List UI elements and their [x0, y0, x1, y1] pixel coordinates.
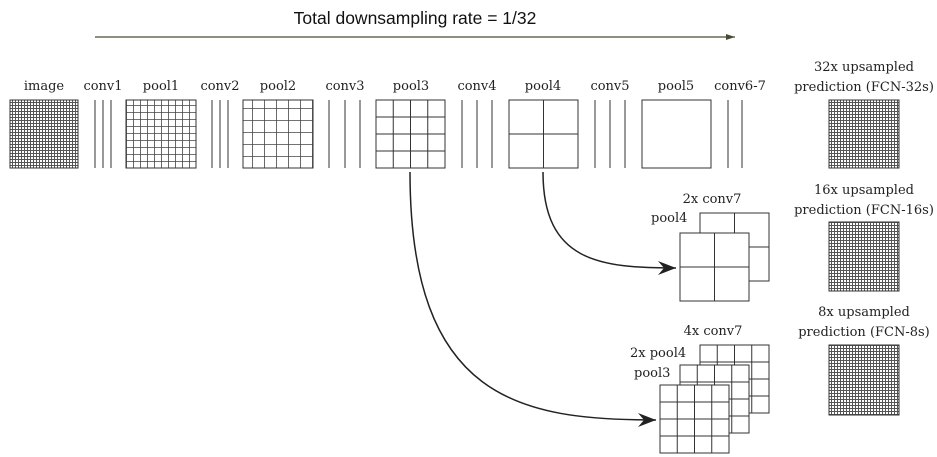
label-pool1: pool1	[143, 79, 179, 94]
fcn8-conv7-label: 4x conv7	[684, 324, 743, 339]
label-image: image	[24, 79, 65, 94]
label-pool3: pool3	[393, 79, 429, 94]
fcn8-label-line1: 8x upsampled	[818, 305, 910, 320]
pool1-block	[125, 99, 197, 169]
image-block	[9, 99, 79, 169]
fcn32-prediction	[828, 99, 900, 169]
fcn32-label-line1: 32x upsampled	[814, 60, 914, 75]
label-pool4: pool4	[525, 79, 561, 94]
fcn8-pool4-label: 2x pool4	[630, 346, 686, 361]
label-conv4: conv4	[457, 79, 496, 94]
downsampling-title: Total downsampling rate = 1/32	[294, 8, 537, 28]
pool5-block	[641, 99, 712, 169]
label-conv6-7: conv6-7	[714, 79, 766, 94]
conv5-lines	[594, 100, 626, 168]
fcn8-pool3-label: pool3	[634, 366, 670, 381]
label-conv2: conv2	[200, 79, 239, 94]
label-conv1: conv1	[83, 79, 122, 94]
fcn32-label-line2: prediction (FCN-32s)	[794, 80, 934, 95]
fcn8-label-line2: prediction (FCN-8s)	[798, 325, 930, 340]
fcn16-label-line2: prediction (FCN-16s)	[794, 203, 934, 218]
conv4-lines	[461, 100, 493, 168]
fcn16-pool4-block	[679, 232, 750, 302]
label-pool5: pool5	[658, 79, 694, 94]
conv1-lines	[94, 100, 112, 168]
fcn16-pool4-label: pool4	[651, 211, 687, 226]
conv3-lines	[328, 100, 361, 168]
conv6-7-lines	[727, 100, 743, 168]
label-conv5: conv5	[590, 79, 629, 94]
pool3-skip-arrow	[409, 171, 657, 427]
pool2-block	[242, 99, 314, 169]
fcn16-conv7-label: 2x conv7	[683, 192, 742, 207]
pool3-block	[375, 99, 446, 169]
fcn8-pool3-block	[659, 384, 730, 454]
fcn16-label-line1: 16x upsampled	[814, 183, 914, 198]
pool4-block	[508, 99, 579, 169]
pool4-skip-arrow	[542, 171, 677, 275]
label-pool2: pool2	[260, 79, 296, 94]
label-conv3: conv3	[325, 79, 364, 94]
fcn16-prediction	[828, 221, 900, 292]
fcn8-prediction	[828, 344, 900, 416]
conv2-lines	[211, 100, 229, 168]
